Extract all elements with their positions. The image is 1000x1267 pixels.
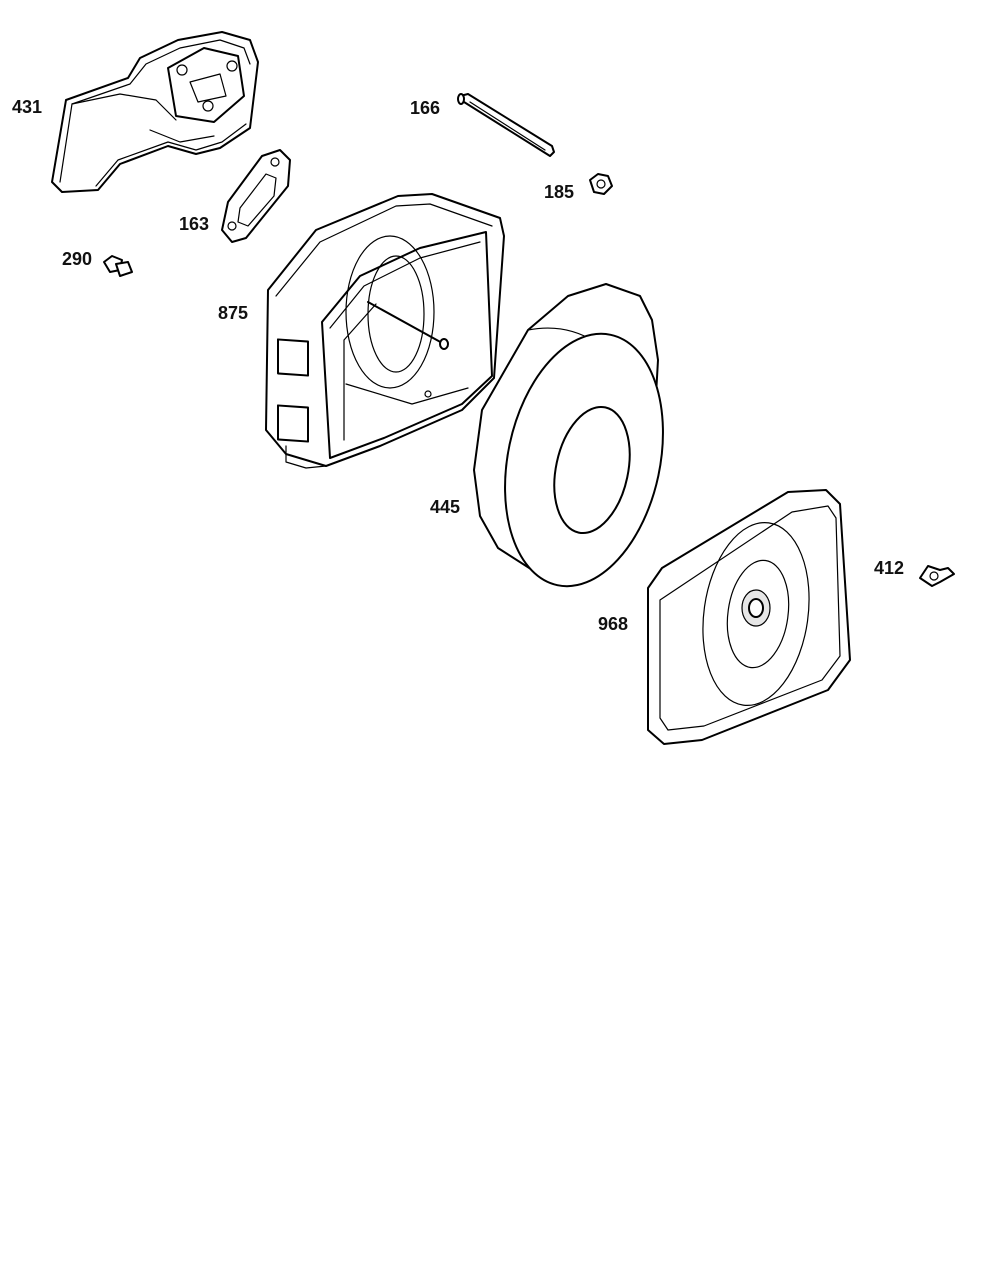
label-166: 166 — [410, 98, 441, 118]
part-166-stud — [457, 93, 555, 157]
label-445: 445 — [430, 497, 461, 517]
part-163-gasket — [221, 149, 291, 243]
part-968-cover — [647, 489, 851, 745]
part-431-intake-elbow — [51, 31, 259, 193]
part-185-nut — [589, 173, 613, 195]
label-412: 412 — [874, 558, 905, 578]
label-431: 431 — [12, 97, 43, 117]
part-412-wing-nut — [919, 565, 955, 587]
part-290-bolt — [103, 255, 133, 277]
label-163: 163 — [179, 214, 210, 234]
label-875: 875 — [218, 303, 249, 323]
label-290: 290 — [62, 249, 93, 269]
label-185: 185 — [544, 182, 575, 202]
label-968: 968 — [598, 614, 629, 634]
part-445-filter-element — [473, 283, 664, 588]
part-875-housing — [265, 193, 505, 469]
